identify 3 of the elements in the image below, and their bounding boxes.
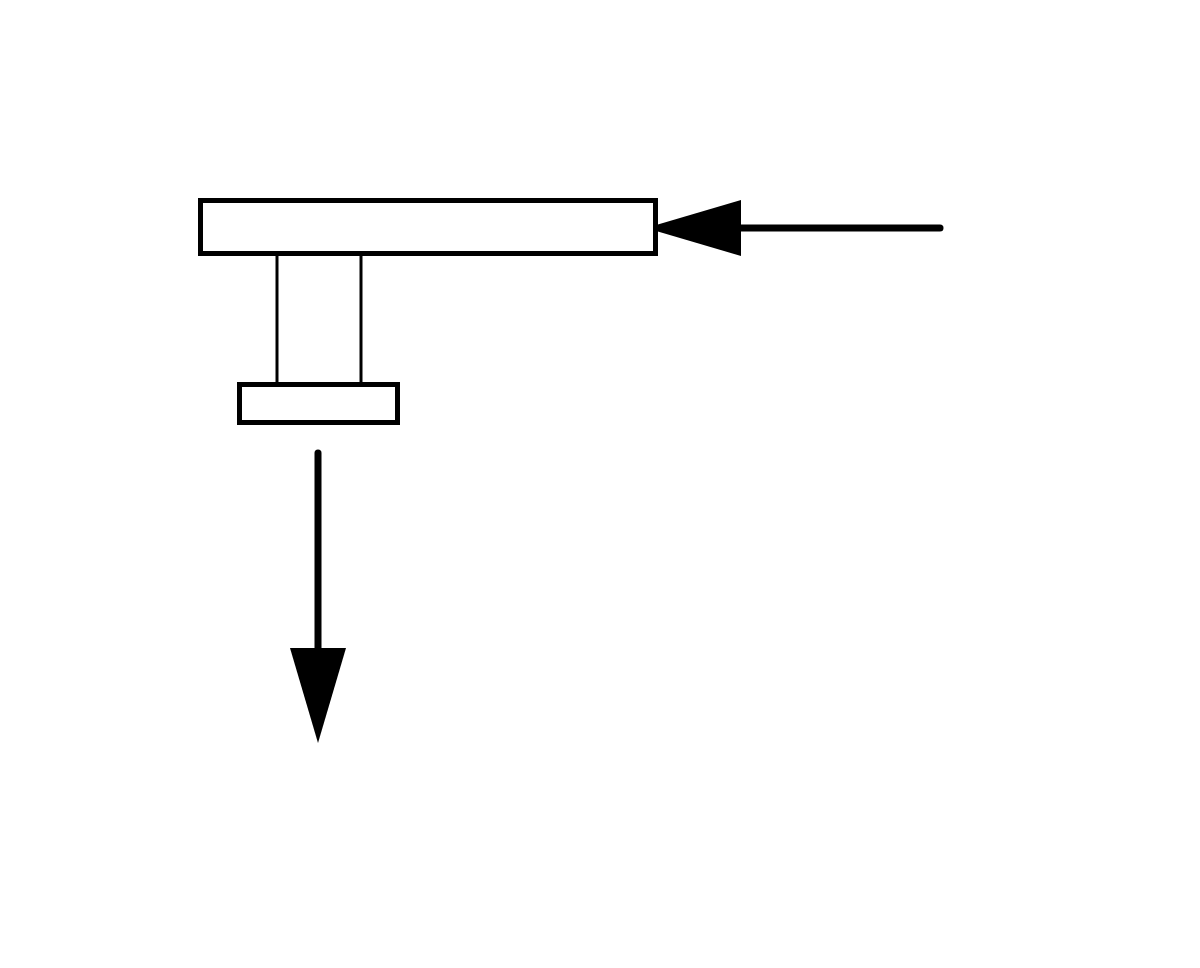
arrow xyxy=(290,449,346,743)
base-plate xyxy=(237,382,400,425)
horizontal-bar xyxy=(198,198,658,256)
